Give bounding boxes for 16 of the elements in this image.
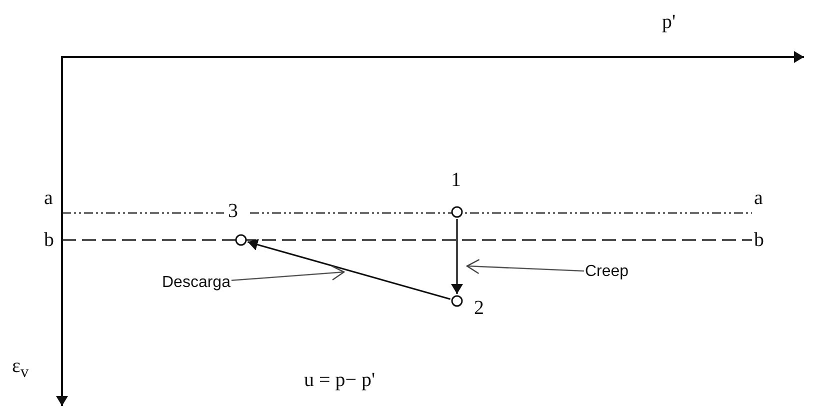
annotation-text: Descarga	[162, 275, 230, 291]
leader-arrow	[231, 265, 345, 282]
point-number: 1	[451, 170, 461, 190]
equation-text: u = p− p'	[304, 370, 376, 390]
line-label: a	[44, 188, 53, 208]
annotation-text: Creep	[585, 264, 629, 280]
axis-label: ε$_{v}$	[12, 356, 29, 381]
line-label: b	[754, 230, 764, 250]
line-label: b	[44, 230, 54, 250]
line-label: a	[754, 188, 763, 208]
point-number: 3	[228, 201, 238, 221]
leader-arrow	[466, 258, 584, 274]
axis-label: p'	[662, 12, 676, 32]
arrow	[451, 219, 463, 294]
point-number: 2	[474, 298, 484, 318]
arrow	[247, 238, 451, 300]
